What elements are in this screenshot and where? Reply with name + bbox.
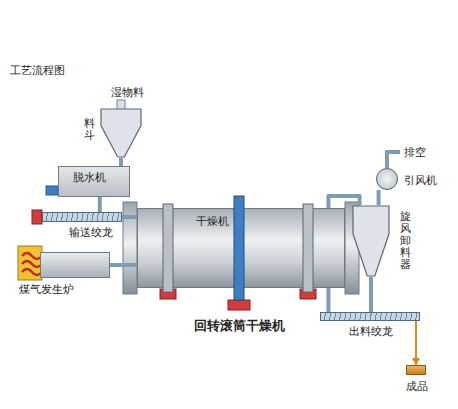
furnace-front [18,246,42,280]
pipe-connector [110,263,137,267]
flame-logo [22,253,42,275]
dewatering-machine: 脱水机 [58,166,130,197]
part-label: 脱水机 [73,171,106,184]
drive-motor [32,210,42,224]
product-bin: 成品 [406,365,426,375]
part-label: 出料绞龙 [349,325,393,338]
part-label: 引风机 [404,174,437,187]
support-roller [160,289,176,299]
part-label: 料斗 [84,118,95,142]
pipe-connector [369,277,373,312]
support-roller [300,289,316,299]
drive-motor [228,300,250,310]
pipe-connector [326,288,330,312]
discharge-conveyor: 出料绞龙 [320,312,420,321]
hopper-outline [100,108,142,158]
pipe-connector [98,197,102,212]
pipe-connector [377,190,381,205]
feed-hood [123,202,137,294]
exhaust-pipe [387,152,400,168]
pipe-connector [119,158,123,166]
pipe-connector [122,215,137,219]
part-label: 成品 [406,380,428,393]
screw-conveyor: 输送绞龙 [42,212,122,222]
text-label: 湿物料 [111,86,144,99]
pipe-connector [415,321,417,365]
part-label: 旋风卸料器 [400,211,411,271]
text-label: 排空 [404,146,426,159]
hopper: 料斗 [100,108,142,158]
gas-furnace: 煤气发生炉 [40,252,110,278]
diagram-title: 工艺流程图 [10,64,65,77]
text-label: 回转滚筒干燥机 [194,318,285,333]
part-label: 输送绞龙 [69,226,113,239]
drive-motor [46,186,58,195]
part-label: 干燥机 [196,215,229,228]
cyclone-outline [352,205,390,277]
cyclone-separator: 旋风卸料器 [352,205,390,277]
part-label: 煤气发生炉 [19,283,74,296]
rotary-drum: 干燥机 [137,208,345,288]
induced-fan: 引风机 [376,168,398,190]
